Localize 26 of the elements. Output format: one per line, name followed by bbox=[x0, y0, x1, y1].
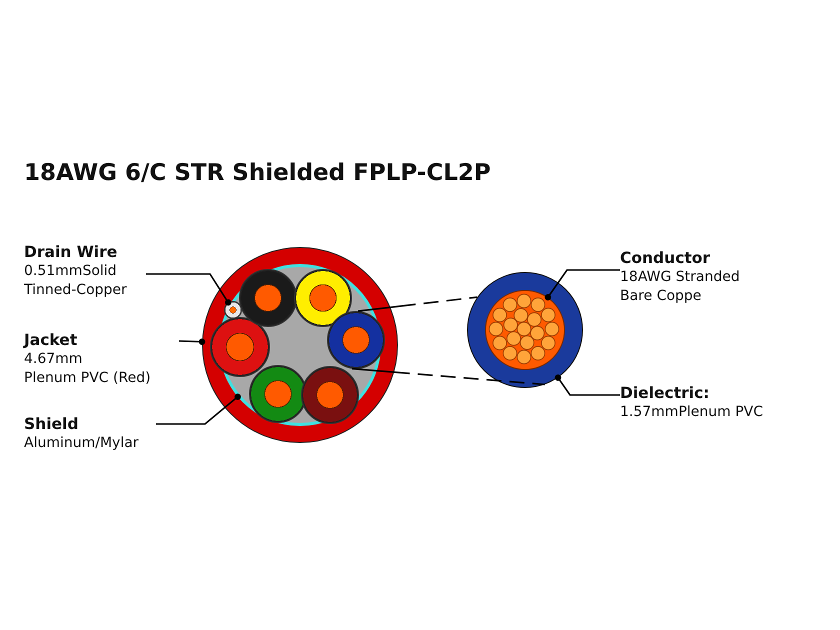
insulated-wire bbox=[326, 310, 384, 368]
leader-line bbox=[178, 338, 206, 345]
leader-line bbox=[544, 269, 620, 300]
insulated-wire bbox=[210, 316, 270, 376]
callout-text: 4.67mm bbox=[24, 350, 84, 369]
callout-text: 0.51mmSolid Tinned-Copper bbox=[24, 262, 128, 300]
callout-title: Dielectric: bbox=[620, 383, 710, 403]
callout-title: Shield bbox=[24, 414, 80, 434]
leader-line bbox=[156, 394, 241, 425]
insulated-wire bbox=[238, 268, 296, 326]
callout-text: Plenum PVC (Red) bbox=[24, 369, 152, 388]
insulated-wire bbox=[248, 364, 306, 422]
callout-text: 1.57mmPlenum PVC bbox=[620, 403, 764, 422]
callout-text: 18AWG Stranded Bare Coppe bbox=[620, 268, 741, 306]
insulated-wire bbox=[300, 366, 358, 424]
callout-text: Aluminum/Mylar bbox=[24, 434, 140, 453]
leader-line bbox=[146, 273, 232, 306]
magnification-line bbox=[358, 296, 478, 312]
insulated-wire bbox=[294, 268, 352, 326]
leader-line bbox=[554, 374, 620, 396]
magnification-line bbox=[352, 368, 545, 386]
callout-title: Drain Wire bbox=[24, 242, 118, 262]
stranded-conductor bbox=[484, 290, 564, 370]
diagram-title: 18AWG 6/C STR Shielded FPLP-CL2P bbox=[24, 160, 491, 186]
callout-title: Conductor bbox=[620, 248, 712, 268]
callout-title: Jacket bbox=[24, 330, 78, 350]
